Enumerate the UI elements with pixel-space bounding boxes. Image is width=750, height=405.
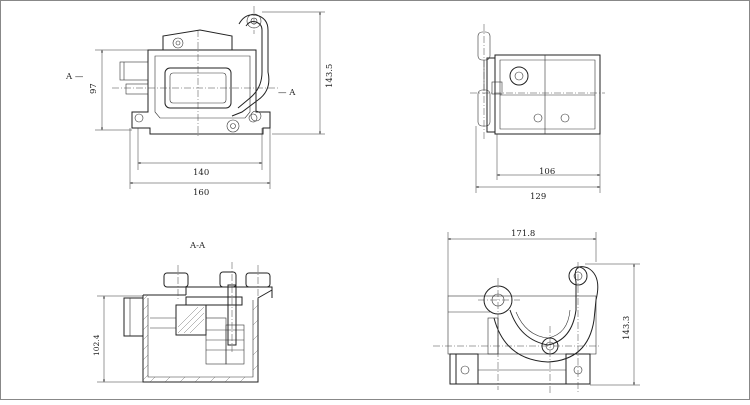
- section-mark-right: — A: [278, 88, 296, 98]
- front-view: A — — A 97 143.5 140 160: [65, 6, 335, 198]
- section-mark-left: A —: [65, 72, 84, 82]
- dim-102-4: 102.4: [92, 334, 101, 356]
- dim-97: 97: [89, 83, 99, 94]
- dim-143-3: 143.3: [622, 316, 632, 340]
- dim-129: 129: [530, 192, 546, 202]
- side-view: 106 129: [470, 24, 605, 202]
- dim-143-5: 143.5: [325, 64, 335, 88]
- dim-106: 106: [539, 167, 555, 177]
- dim-171-8: 171.8: [511, 229, 535, 239]
- dim-140: 140: [193, 168, 209, 178]
- top-view: 171.8 143.3: [433, 229, 640, 395]
- dim-160: 160: [193, 188, 209, 198]
- section-title: A-A: [189, 241, 206, 251]
- section-view: A-A: [92, 241, 273, 383]
